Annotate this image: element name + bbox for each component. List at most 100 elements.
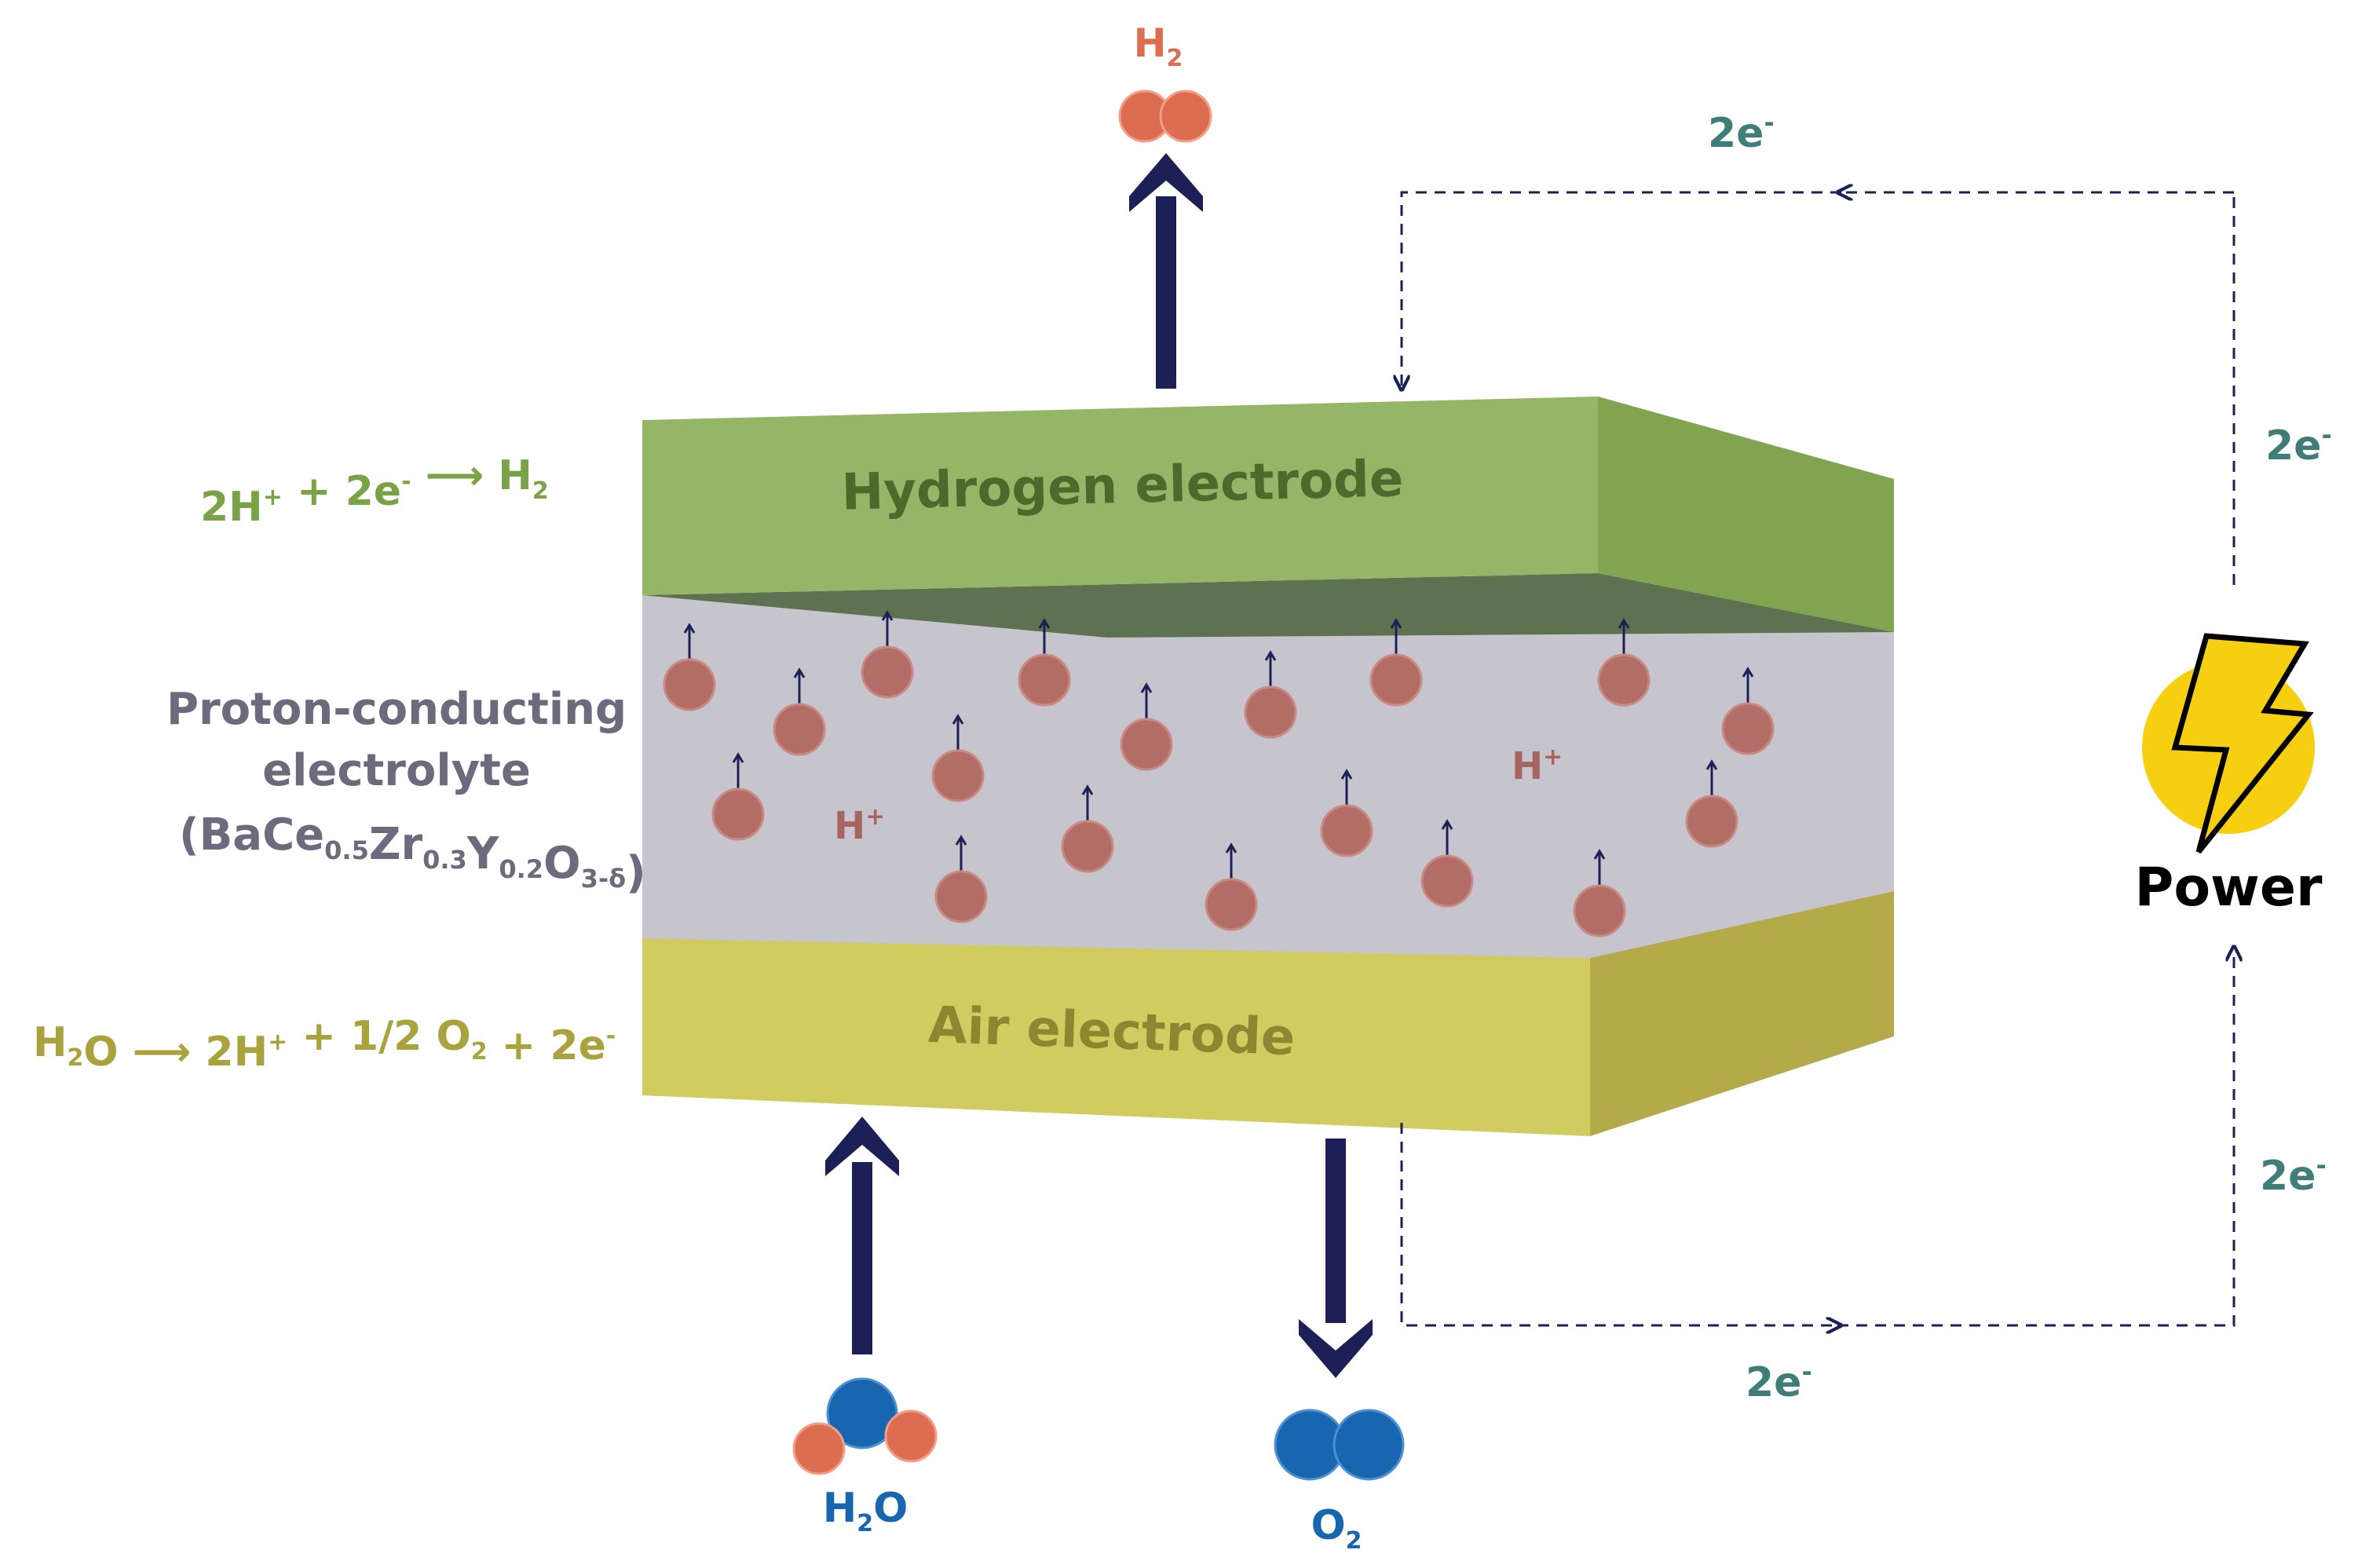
proton-arrowhead — [1441, 819, 1453, 830]
proton-arrowhead — [1340, 769, 1353, 780]
electrolyte-label-line2: electrolyte — [262, 745, 531, 796]
proton-arrowhead — [732, 752, 744, 763]
proton-label-left: H+ — [834, 803, 885, 848]
circuit-wire-bottom-right — [1837, 950, 2234, 1327]
proton-arrowhead — [793, 667, 806, 678]
proton-arrowhead — [1225, 842, 1237, 853]
reaction-superscript: + — [268, 1029, 287, 1056]
air-electrode-side-face — [1590, 891, 1894, 1136]
proton — [1685, 795, 1738, 848]
proton — [1597, 653, 1651, 707]
h2o-arrow-head — [825, 1117, 899, 1176]
formula-term: (BaCe — [179, 810, 324, 861]
formula-subscript: 0.2 — [499, 854, 543, 884]
reaction-subscript: 2 — [68, 1044, 84, 1072]
reaction-superscript: + — [263, 484, 283, 511]
reaction-subscript: 2 — [471, 1038, 488, 1065]
proton — [1244, 685, 1297, 739]
electron-label-top: 2e- — [1708, 108, 1775, 157]
electron-label-bottom: 2e- — [1746, 1357, 1812, 1406]
h2o-oxygen-atom — [826, 1377, 898, 1449]
reaction-superscript: - — [401, 468, 411, 495]
proton-arrowhead — [1038, 618, 1051, 629]
proton-arrowhead — [1593, 849, 1606, 860]
hydrogen-electrode-side-face — [1598, 397, 1894, 632]
proton-arrowhead — [1081, 784, 1094, 795]
reaction-subscript: 2 — [532, 477, 549, 505]
formula-term: ) — [626, 847, 646, 898]
o2-output: O2 — [1274, 1139, 1405, 1555]
proton — [1061, 820, 1114, 873]
proton — [931, 749, 985, 802]
lightning-bolt-icon — [2171, 633, 2314, 854]
proton — [1205, 878, 1258, 931]
h2-arrow-head — [1129, 153, 1203, 212]
circuit-wire-top-left — [1402, 191, 1841, 386]
h2-atom-right — [1159, 90, 1212, 143]
reaction-superscript: - — [606, 1022, 616, 1050]
power-source: Power — [2134, 633, 2323, 919]
electrolyte-layer — [642, 573, 1894, 958]
formula-term: Y — [466, 828, 500, 879]
electrolyte-label-line1: Proton-conducting — [166, 684, 627, 735]
proton-arrowhead — [683, 623, 696, 634]
proton — [934, 870, 988, 923]
external-circuit — [1402, 192, 2234, 1325]
formula-subscript: 3-δ — [581, 864, 627, 894]
reaction-term: O — [83, 1029, 118, 1076]
proton-arrowhead — [1705, 759, 1718, 770]
h2-arrow-shaft — [1156, 196, 1176, 389]
o2-arrow-head — [1299, 1319, 1373, 1378]
proton-arrowhead — [1742, 667, 1754, 678]
reaction-term: + 2e — [283, 468, 401, 515]
proton — [1721, 702, 1775, 755]
h2o-hydrogen-atom-right — [884, 1409, 938, 1463]
o2-arrow-shaft — [1325, 1139, 1346, 1323]
reaction-term: + 2e — [488, 1022, 606, 1069]
reaction-arrow: ⟶ — [411, 452, 499, 499]
proton-arrowhead — [1264, 650, 1277, 661]
proton — [773, 703, 826, 756]
reaction-term: H — [498, 452, 532, 499]
proton-arrowhead — [1140, 682, 1153, 693]
proton-arrowhead — [1618, 618, 1630, 629]
proton-arrowhead — [881, 610, 894, 621]
reaction-term: 2H — [200, 484, 263, 531]
reaction-term: H — [33, 1019, 68, 1066]
power-label: Power — [2134, 857, 2322, 919]
o2-output-label: O2 — [1311, 1502, 1362, 1555]
h2o-arrow-shaft — [852, 1162, 872, 1354]
hydrogen-electrode-underside — [642, 573, 1894, 638]
proton — [711, 788, 765, 841]
proton-label-right: H+ — [1512, 744, 1563, 788]
proton — [1320, 804, 1373, 857]
proton-arrowhead — [952, 714, 964, 725]
proton-arrowhead — [1390, 618, 1402, 629]
h2o-hydrogen-atom-left — [792, 1422, 846, 1475]
reaction-term: 2H — [205, 1029, 268, 1076]
proton — [1369, 653, 1423, 707]
proton-arrowhead — [955, 835, 967, 846]
electrolyte-formula: (BaCe0.5Zr0.3Y0.2O3-δ) — [179, 810, 646, 898]
reaction-arrow: ⟶ — [119, 1029, 206, 1076]
h2-output: H2 — [1118, 20, 1212, 389]
o2-atom-right — [1333, 1409, 1405, 1481]
proton — [861, 645, 914, 699]
hydrogen-electrode-front-face — [642, 397, 1598, 595]
h2o-input-label: H2O — [823, 1485, 908, 1537]
formula-subscript: 0.5 — [324, 835, 369, 865]
reaction-term: + 1/2 O — [287, 1013, 470, 1060]
proton — [1120, 718, 1173, 771]
hydrogen-electrode-slab — [642, 397, 1894, 632]
h2-output-label: H2 — [1134, 20, 1183, 72]
proton — [1420, 854, 1474, 908]
proton — [663, 658, 716, 711]
formula-term: O — [543, 838, 581, 889]
electron-label-right-lower: 2e- — [2260, 1150, 2327, 1200]
electron-label-right-upper: 2e- — [2265, 420, 2332, 470]
formula-term: Zr — [369, 819, 423, 870]
anode-reaction: H2O ⟶ 2H+ + 1/2 O2 + 2e- — [33, 1013, 616, 1076]
circuit-wire-bottom-left — [1400, 1123, 1837, 1325]
